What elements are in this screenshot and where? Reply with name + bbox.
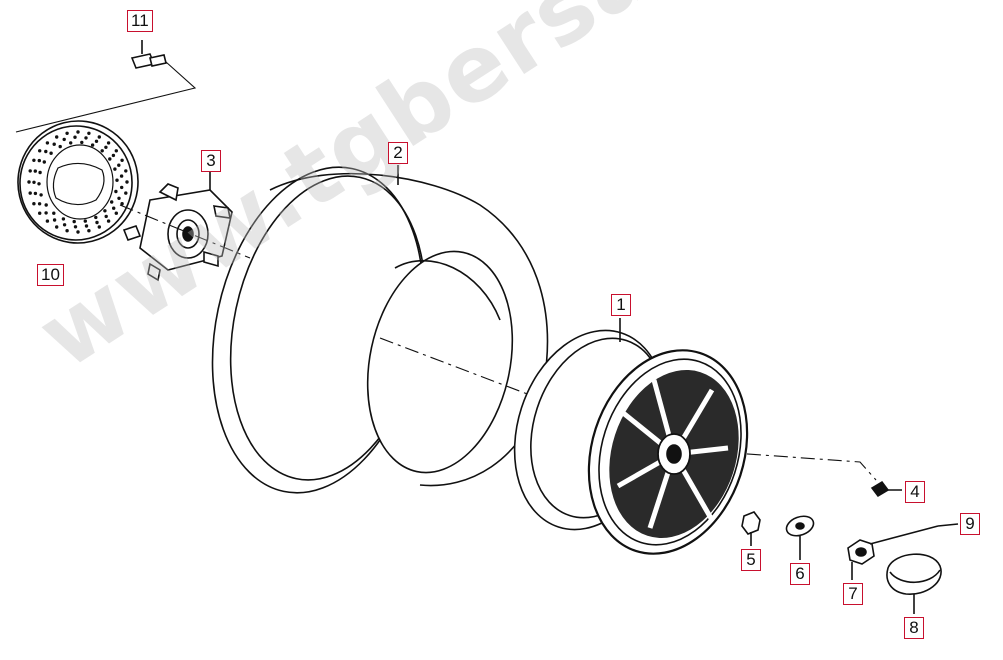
disc-hole	[114, 189, 118, 194]
disc-hole	[65, 131, 69, 135]
disc-hole	[45, 219, 50, 223]
disc-hole	[28, 191, 32, 195]
disc-hole	[52, 218, 57, 222]
disc-hole	[42, 160, 46, 164]
disc-hole	[61, 217, 66, 221]
disc-hole	[124, 169, 128, 173]
disc-hole	[113, 167, 117, 171]
disc-hole	[106, 219, 111, 223]
disc-hole	[62, 137, 66, 142]
washer	[785, 515, 815, 560]
disc-hole	[120, 185, 124, 190]
disc-hole	[37, 158, 41, 163]
disc-hole	[65, 229, 69, 233]
disc-hole	[62, 223, 67, 227]
tire	[211, 165, 549, 494]
disc-hole	[32, 180, 36, 184]
disc-hole	[32, 158, 36, 162]
disc-hole	[110, 200, 114, 204]
disc-hole	[38, 149, 42, 153]
disc-hole	[119, 174, 124, 178]
callout-1: 1	[611, 294, 631, 316]
disc-hole	[39, 193, 43, 197]
disc-hole	[55, 135, 59, 139]
disc-hole	[38, 211, 42, 215]
disc-hole	[120, 202, 124, 206]
callout-6: 6	[790, 563, 810, 585]
axle-nut	[847, 539, 875, 580]
disc-hole	[27, 180, 31, 184]
disc-hole	[83, 219, 88, 223]
disc-hole	[87, 131, 91, 135]
disc-hole	[125, 180, 129, 184]
callout-10: 10	[37, 264, 64, 286]
disc-hole	[58, 144, 62, 149]
disc-hole	[38, 170, 42, 175]
disc-hole	[73, 225, 78, 229]
disc-hole	[87, 229, 91, 233]
disc-hole	[84, 224, 89, 228]
disc-hole	[44, 203, 48, 207]
disc-hole	[115, 178, 119, 182]
disc-hole	[73, 135, 77, 139]
disc-hole	[44, 149, 48, 154]
disc-hole	[114, 149, 119, 153]
disc-hole	[103, 209, 107, 213]
disc-hole	[44, 211, 48, 215]
disc-hole	[37, 182, 41, 186]
valve	[870, 480, 902, 498]
disc-hole	[28, 169, 32, 173]
disc-hole	[32, 202, 36, 206]
callout-3: 3	[201, 150, 221, 172]
disc-hole	[97, 225, 102, 229]
hub-cap	[886, 553, 942, 614]
callout-11: 11	[127, 10, 153, 32]
disc-hole	[117, 163, 121, 167]
callout-8: 8	[904, 617, 924, 639]
wheel-hub	[122, 172, 233, 282]
callout-4: 4	[905, 481, 925, 503]
disc-hole	[104, 214, 108, 219]
disc-hole	[94, 215, 98, 220]
disc-hole	[100, 149, 104, 153]
disc-hole	[124, 191, 128, 195]
disc-hole	[76, 130, 80, 134]
disc-hole	[111, 153, 116, 158]
callout-5: 5	[741, 549, 761, 571]
rim	[513, 318, 749, 555]
disc-hole	[45, 141, 50, 145]
disc-hole	[52, 211, 56, 215]
callout-9: 9	[960, 513, 980, 535]
brake-disc	[17, 120, 139, 244]
disc-hole	[108, 157, 112, 161]
disc-hole	[104, 145, 108, 149]
disc-hole	[84, 136, 88, 140]
disc-hole	[95, 220, 99, 225]
disc-hole	[72, 219, 76, 224]
callout-7: 7	[843, 583, 863, 605]
disc-hole	[52, 142, 56, 146]
disc-hole	[120, 158, 124, 162]
nut	[741, 511, 761, 546]
disc-hole	[80, 140, 84, 145]
disc-hole	[69, 141, 73, 145]
disc-hole	[112, 206, 116, 210]
disc-hole	[33, 191, 38, 196]
disc-hole	[49, 151, 53, 155]
disc-hole	[117, 196, 121, 200]
disc-hole	[76, 230, 80, 234]
disc-hole	[33, 169, 37, 173]
disc-hole	[106, 141, 111, 145]
bolt	[130, 40, 167, 69]
disc-hole	[90, 143, 95, 147]
disc-hole	[37, 202, 42, 206]
disc-hole	[114, 211, 119, 215]
disc-hole	[55, 225, 59, 229]
callout-2: 2	[388, 142, 408, 164]
disc-hole	[94, 139, 99, 143]
cotter-pin	[869, 523, 959, 545]
disc-hole	[97, 135, 102, 139]
